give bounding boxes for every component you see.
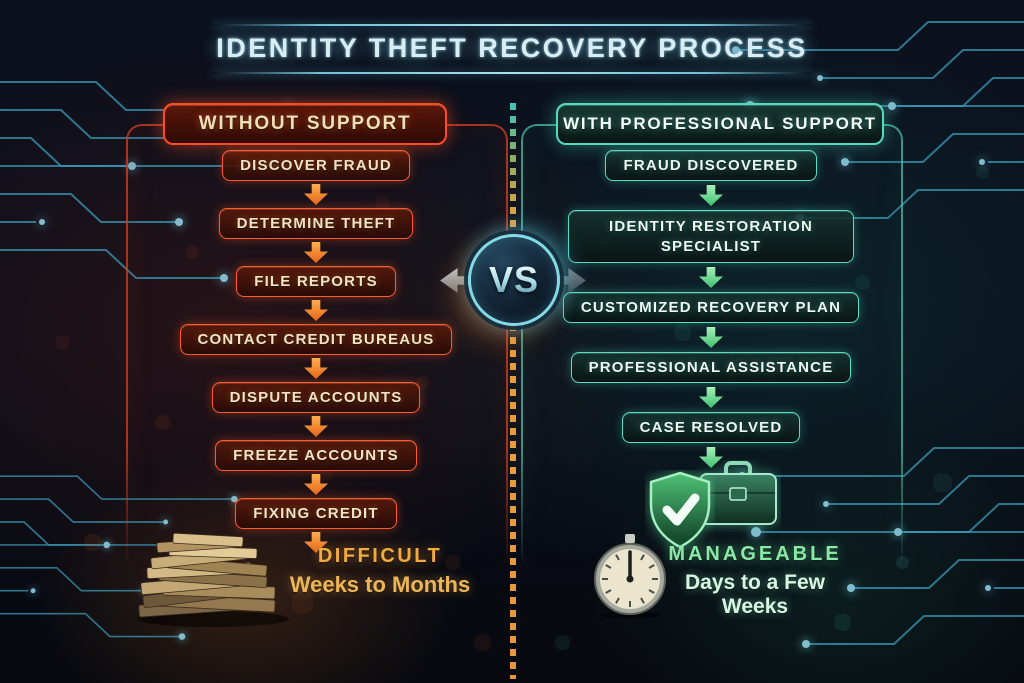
down-arrow-icon bbox=[699, 387, 723, 408]
without-support-steps: DISCOVER FRAUD DETERMINE THEFT FILE REPO… bbox=[127, 150, 505, 553]
money-stack-icon bbox=[137, 532, 289, 627]
timeframe-label: Days to a Few Weeks bbox=[684, 571, 826, 618]
title-divider-line-top bbox=[212, 24, 812, 26]
down-arrow-icon bbox=[304, 242, 328, 263]
down-arrow-icon bbox=[699, 185, 723, 206]
shield-check-icon bbox=[649, 471, 711, 549]
title-divider-line-bottom bbox=[212, 72, 812, 74]
difficulty-label: MANAGEABLE bbox=[668, 543, 842, 565]
without-support-header: WITHOUT SUPPORT bbox=[163, 103, 447, 145]
down-arrow-icon bbox=[304, 358, 328, 379]
bokeh-particles-left bbox=[0, 0, 5, 5]
difficulty-label: DIFFICULT bbox=[317, 545, 443, 567]
bokeh-particles-right bbox=[0, 0, 5, 5]
step-contact-credit-bureaus: CONTACT CREDIT BUREAUS bbox=[179, 324, 453, 355]
down-arrow-icon bbox=[699, 327, 723, 348]
step-fraud-discovered: FRAUD DISCOVERED bbox=[605, 150, 817, 181]
title-bar: IDENTITY THEFT RECOVERY PROCESS bbox=[212, 24, 812, 74]
step-discover-fraud: DISCOVER FRAUD bbox=[222, 150, 410, 181]
with-support-outcome: MANAGEABLE Days to a Few Weeks bbox=[655, 543, 855, 619]
step-freeze-accounts: FREEZE ACCOUNTS bbox=[215, 440, 417, 471]
page-title: IDENTITY THEFT RECOVERY PROCESS bbox=[216, 33, 808, 63]
step-fixing-credit: FIXING CREDIT bbox=[235, 498, 397, 529]
stopwatch-icon bbox=[594, 534, 666, 618]
step-file-reports: FILE REPORTS bbox=[236, 266, 396, 297]
step-professional-assistance: PROFESSIONAL ASSISTANCE bbox=[570, 352, 852, 383]
down-arrow-icon bbox=[304, 416, 328, 437]
with-support-header: WITH PROFESSIONAL SUPPORT bbox=[556, 103, 884, 145]
down-arrow-icon bbox=[304, 300, 328, 321]
down-arrow-icon bbox=[699, 267, 723, 288]
step-customized-recovery-plan: CUSTOMIZED RECOVERY PLAN bbox=[562, 292, 860, 323]
vs-badge: VS bbox=[440, 232, 586, 328]
step-case-resolved: CASE RESOLVED bbox=[621, 412, 801, 443]
timeframe-label: Weeks to Months bbox=[289, 572, 471, 597]
vs-label: VS bbox=[488, 259, 540, 300]
down-arrow-icon bbox=[304, 184, 328, 205]
vs-circle: VS bbox=[468, 234, 560, 326]
down-arrow-icon bbox=[304, 474, 328, 495]
step-identity-restoration-specialist: IDENTITY RESTORATION SPECIALIST bbox=[568, 210, 854, 263]
without-support-outcome: DIFFICULT Weeks to Months bbox=[288, 545, 472, 598]
center-dashed-divider bbox=[510, 103, 516, 679]
step-dispute-accounts: DISPUTE ACCOUNTS bbox=[211, 382, 421, 413]
step-determine-theft: DETERMINE THEFT bbox=[218, 208, 414, 239]
